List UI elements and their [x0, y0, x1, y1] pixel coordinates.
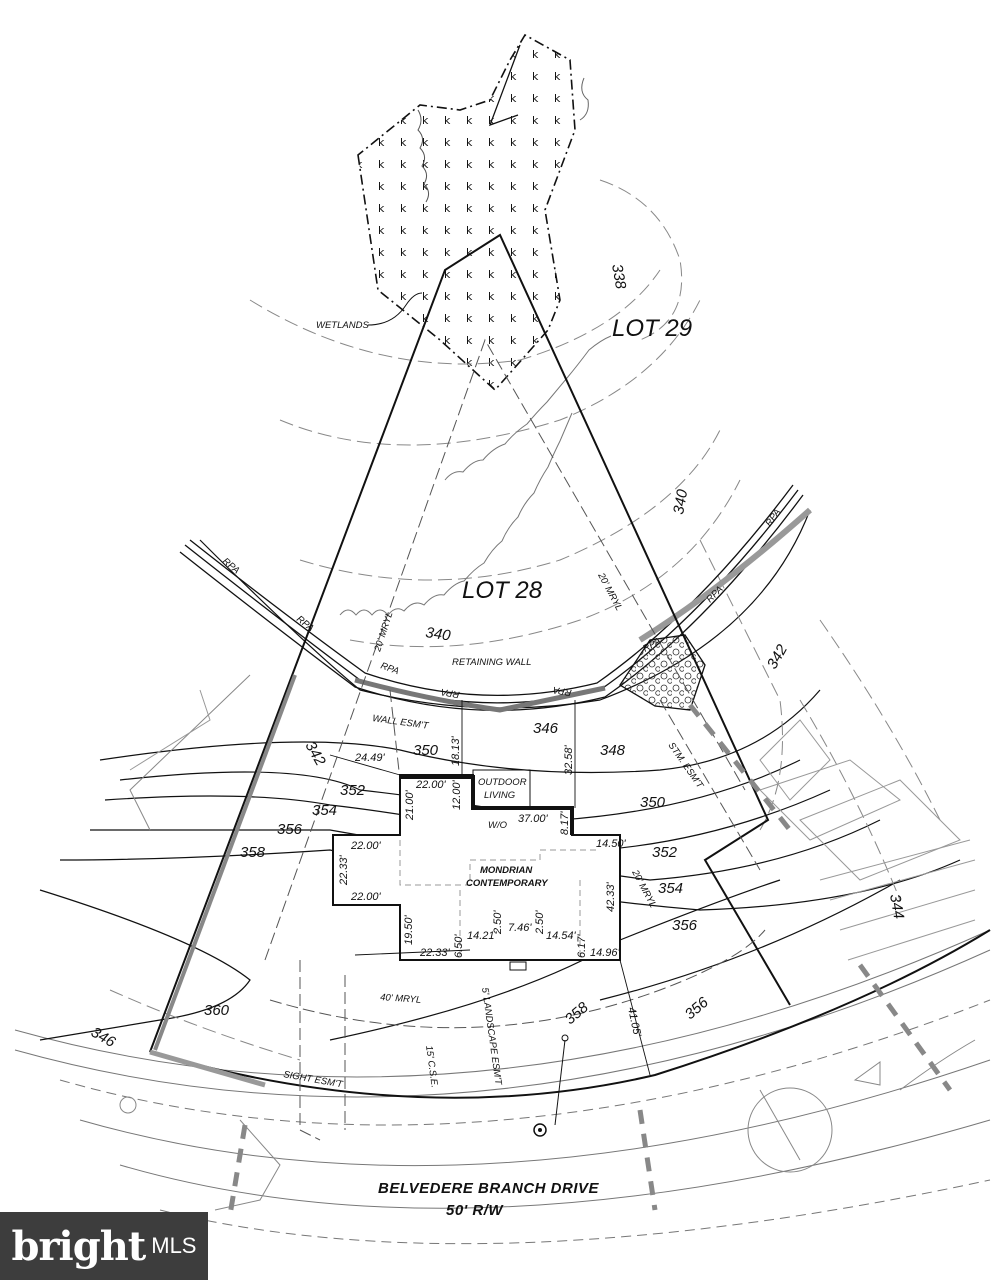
stm-esmt-label: STM. ESM'T	[666, 740, 706, 791]
rpa-label-5: RPA	[552, 684, 572, 698]
dim-2-50b: 2.50'	[534, 910, 546, 935]
cse-label: 15' C.S.E.	[423, 1045, 440, 1089]
contour-label-340a: 340	[670, 487, 691, 515]
road-lines	[14, 929, 991, 1245]
retaining-wall-right	[638, 507, 812, 643]
dim-14-54: 14.54'	[546, 930, 577, 942]
rpa-label-1: RPA	[220, 556, 242, 577]
left-lot-edge-gray	[153, 674, 297, 1051]
adjacent-structures	[759, 719, 976, 961]
front-gray-segment	[149, 1049, 266, 1088]
retaining-wall-label: RETAINING WALL	[452, 657, 531, 668]
contour-label-360: 360	[204, 1002, 230, 1019]
logo-wordmark: bright	[11, 1222, 146, 1270]
walkout-label: W/O	[488, 820, 508, 831]
contour-label-340b: 340	[424, 624, 452, 644]
contour-label-352b: 352	[652, 844, 678, 861]
lot-28-label: LOT 28	[462, 577, 543, 604]
road-details	[119, 1039, 976, 1211]
dim-2-50a: 2.50'	[492, 910, 504, 935]
outdoor-living-area	[472, 769, 531, 809]
dim-22-00a: 22.00'	[415, 779, 447, 791]
street-row: 50' R/W	[446, 1202, 504, 1219]
street-name: BELVEDERE BRANCH DRIVE	[378, 1180, 600, 1197]
mryl-40-label: 40' MRYL	[380, 992, 422, 1006]
mryl-20-left-label: 20' MRYL	[372, 610, 395, 653]
contour-label-346a: 346	[533, 720, 559, 737]
contour-label-358b: 358	[562, 999, 593, 1029]
setback-lines	[264, 338, 766, 1141]
tree-line	[339, 335, 612, 616]
contour-label-338: 338	[608, 263, 629, 291]
front-stoop	[509, 961, 527, 971]
contour-label-352a: 352	[340, 782, 366, 799]
dim-22-33b: 22.33'	[419, 947, 451, 959]
dim-42-33: 42.33'	[605, 881, 617, 912]
rpa-label-2: RPA	[294, 614, 316, 634]
contour-label-354a: 354	[312, 802, 337, 819]
dashed-inner-line	[129, 674, 251, 831]
lot-lines	[149, 233, 791, 1053]
rpa-label-3: RPA	[379, 660, 400, 677]
dim-12-00: 12.00'	[451, 779, 463, 810]
dim-6-50: 6.50'	[453, 934, 465, 958]
house-name-2: CONTEMPORARY	[466, 878, 549, 889]
dim-19-50: 19.50'	[403, 914, 415, 945]
dashed-utility-lines	[227, 703, 953, 1216]
wetlands-leader	[367, 292, 423, 326]
retaining-wall	[354, 677, 606, 713]
contour-label-356c: 356	[682, 994, 713, 1024]
wetlands-area	[357, 33, 589, 392]
bright-mls-logo: bright MLS	[0, 1212, 208, 1280]
mryl-20-right-label: 20' MRYL	[595, 570, 624, 612]
dim-18-13: 18.13'	[450, 735, 462, 766]
stone-outfall	[619, 634, 706, 711]
contour-lines-dashed	[109, 179, 941, 1061]
house-name-1: MONDRIAN	[480, 865, 533, 876]
dimension-lines	[329, 700, 651, 1076]
dim-8-17: 8.17'	[559, 811, 571, 835]
dim-21-00: 21.00'	[404, 789, 416, 821]
front-property-line	[149, 929, 991, 1099]
contour-label-342b: 342	[302, 739, 330, 770]
living-label: LIVING	[484, 790, 515, 801]
contour-label-342a: 342	[764, 641, 792, 672]
dim-24-49: 24.49'	[354, 752, 386, 764]
dim-22-00b: 22.00'	[350, 840, 382, 852]
dim-37-00: 37.00'	[518, 813, 549, 825]
contour-label-358a: 358	[240, 844, 266, 861]
dim-32-58: 32.58'	[563, 744, 575, 775]
house-inner-dashed	[399, 840, 600, 960]
dim-41-05: 41.05'	[625, 1006, 643, 1038]
dim-14-50: 14.50'	[596, 838, 627, 850]
logo-mls-text: MLS	[151, 1233, 197, 1258]
dim-14-96: 14.96'	[590, 947, 621, 959]
contour-label-356b: 356	[672, 917, 698, 934]
landscape-esmt-label: 5' LANDSCAPE ESM'T	[479, 987, 504, 1087]
contour-label-356a: 356	[277, 821, 303, 838]
outdoor-label: OUTDOOR	[478, 777, 527, 788]
wetlands-label: WETLANDS	[316, 320, 369, 331]
utility-pole	[533, 1034, 569, 1137]
rpa-label-4: RPA	[440, 686, 460, 700]
dim-22-33a: 22.33'	[338, 854, 350, 886]
dashed-inner-line-2	[129, 689, 211, 771]
contour-label-350b: 350	[640, 794, 666, 811]
contour-label-354b: 354	[658, 880, 683, 897]
lot-29-label: LOT 29	[612, 315, 692, 342]
dim-6-17: 6.17'	[576, 934, 588, 958]
contour-label-348: 348	[600, 742, 626, 759]
dim-22-00c: 22.00'	[350, 891, 382, 903]
dim-14-21: 14.21'	[467, 930, 498, 942]
wall-esmt-label: WALL ESM'T	[372, 713, 431, 732]
dim-7-46: 7.46'	[508, 922, 532, 934]
contour-label-344: 344	[886, 893, 907, 921]
contour-label-350a: 350	[413, 742, 439, 759]
